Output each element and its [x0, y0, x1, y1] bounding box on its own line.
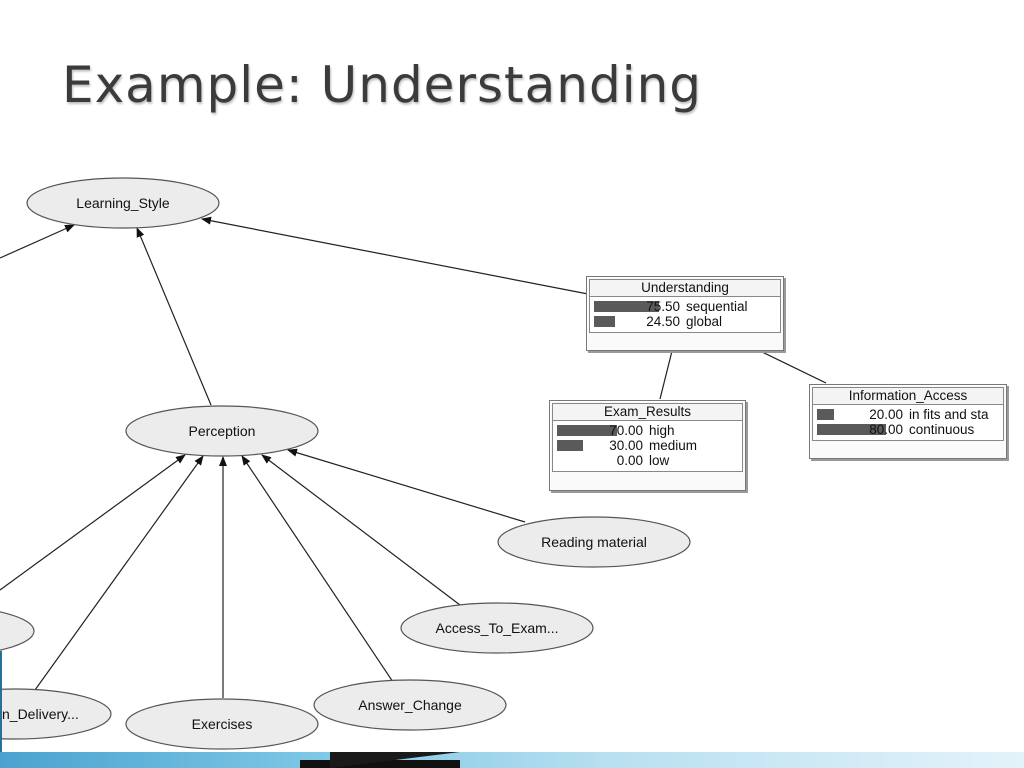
cpt-exam-results[interactable]: Exam_Results 70.00 high 30.00 medium 0.00 low: [549, 400, 746, 491]
state-label: low: [649, 453, 670, 468]
cpt-row: 80.00 continuous: [817, 422, 999, 437]
edge-answer-change-to-perception: [241, 455, 394, 683]
probability-value: 24.50: [646, 314, 680, 329]
edge-reading-material-to-perception: [287, 448, 526, 523]
cpt-row: 0.00 low: [557, 453, 738, 468]
state-label: continuous: [909, 422, 975, 437]
node-learning-style[interactable]: Learning_Style: [26, 177, 220, 229]
edge-offscreen-to-learning-style: [0, 224, 75, 259]
node-delivery-label: n_Delivery...: [2, 706, 79, 722]
edge-offscreen-to-perception: [0, 454, 186, 591]
cpt-row: 75.50 sequential: [594, 299, 776, 314]
cpt-understanding[interactable]: Understanding 75.50 sequential 24.50 global: [586, 276, 784, 351]
node-reading-material-label: Reading material: [541, 534, 647, 550]
probability-bar: [594, 316, 615, 327]
probability-bar: [557, 425, 617, 436]
cpt-row: 70.00 high: [557, 423, 738, 438]
probability-value: 70.00: [609, 423, 643, 438]
state-label: sequential: [686, 299, 748, 314]
node-answer-change[interactable]: Answer_Change: [313, 679, 507, 731]
probability-bar: [817, 424, 886, 435]
probability-bar: [557, 440, 583, 451]
probability-bar: [817, 409, 834, 420]
cpt-exam-results-title: Exam_Results: [552, 403, 743, 421]
cpt-understanding-body: 75.50 sequential 24.50 global: [589, 297, 781, 333]
cpt-row: 24.50 global: [594, 314, 776, 329]
state-label: global: [686, 314, 723, 329]
node-delivery[interactable]: n_Delivery...: [0, 688, 112, 740]
state-label: medium: [649, 438, 698, 453]
cpt-row: 30.00 medium: [557, 438, 738, 453]
probability-value: 20.00: [869, 407, 903, 422]
probability-value: 80.00: [869, 422, 903, 437]
state-label: high: [649, 423, 675, 438]
cpt-row: 20.00 in fits and sta: [817, 407, 999, 422]
cpt-exam-results-body: 70.00 high 30.00 medium 0.00 low: [552, 421, 743, 472]
node-exercises[interactable]: Exercises: [125, 698, 319, 750]
probability-bar: [594, 301, 659, 312]
node-learning-style-label: Learning_Style: [76, 195, 170, 211]
edge-perception-to-learning-style: [136, 227, 212, 406]
node-offscreen-partial[interactable]: [0, 606, 35, 656]
probability-value: 30.00: [609, 438, 643, 453]
node-access-to-exam[interactable]: Access_To_Exam...: [400, 602, 594, 654]
node-perception-label: Perception: [189, 423, 256, 439]
footer-blue-band: [0, 752, 1024, 768]
cpt-understanding-title: Understanding: [589, 279, 781, 297]
footer-dark-wedge: [330, 752, 460, 768]
cpt-information-access-body: 20.00 in fits and sta 80.00 continuous: [812, 405, 1004, 441]
probability-value: 0.00: [616, 453, 643, 468]
node-perception[interactable]: Perception: [125, 405, 319, 457]
node-answer-change-label: Answer_Change: [358, 697, 462, 713]
edge-access-to-exam-to-perception: [261, 454, 461, 606]
probability-value: 75.50: [646, 299, 680, 314]
edge-understanding-to-information-access: [759, 350, 827, 384]
node-exercises-label: Exercises: [192, 716, 253, 732]
state-label: in fits and sta: [909, 407, 989, 422]
node-reading-material[interactable]: Reading material: [497, 516, 691, 568]
left-accent-rule: [0, 651, 2, 752]
edge-understanding-to-exam-results: [659, 350, 673, 400]
slide-title: Example: Understanding: [62, 56, 703, 114]
edge-delivery-to-perception: [34, 455, 204, 691]
footer-decoration: [0, 752, 1024, 768]
node-access-to-exam-label: Access_To_Exam...: [436, 620, 559, 636]
edge-understanding-to-learning-style: [201, 216, 589, 295]
cpt-information-access-title: Information_Access: [812, 387, 1004, 405]
